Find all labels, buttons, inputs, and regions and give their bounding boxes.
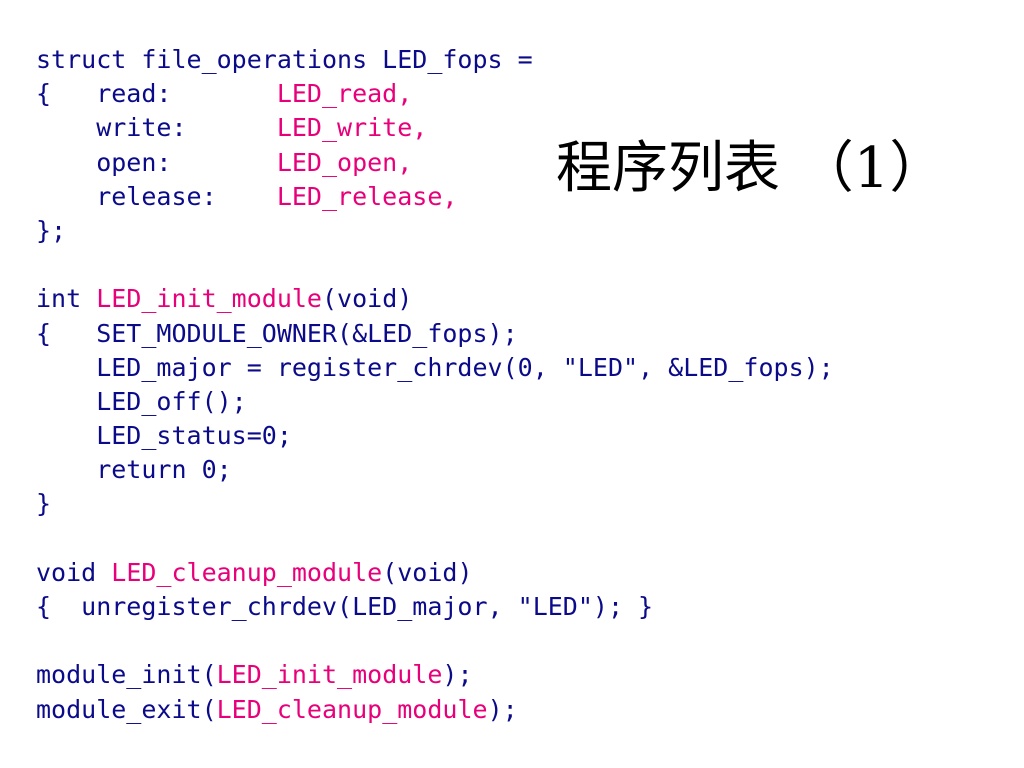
code-text: open: (36, 147, 277, 177)
code-line: { unregister_chrdev(LED_major, "LED"); } (36, 590, 996, 624)
code-listing: struct file_operations LED_fops = { read:… (36, 43, 996, 727)
code-text: write: (36, 113, 277, 143)
code-line: void LED_cleanup_module(void) (36, 556, 996, 590)
code-line: LED_major = register_chrdev(0, "LED", &L… (36, 351, 996, 385)
code-text: { read: (36, 79, 277, 109)
code-line: int LED_init_module(void) (36, 282, 996, 316)
code-identifier: LED_read, (276, 79, 413, 109)
code-line: write: LED_write, (36, 111, 996, 145)
code-line: LED_off(); (36, 385, 996, 419)
code-text: struct file_operations LED_fops = (36, 45, 533, 74)
code-identifier: LED_cleanup_module (111, 557, 383, 587)
code-text: LED_off(); (36, 386, 247, 416)
code-line: module_exit(LED_cleanup_module); (36, 693, 996, 727)
code-text: } (36, 489, 52, 519)
code-line: struct file_operations LED_fops = (36, 43, 996, 77)
code-identifier: LED_open, (276, 147, 413, 177)
code-text: void (36, 557, 112, 587)
code-identifier: LED_release, (276, 181, 458, 211)
code-line: release: LED_release, (36, 180, 996, 214)
code-identifier: LED_write, (276, 113, 428, 143)
code-text: (void) (322, 284, 413, 314)
code-text: int (36, 284, 97, 314)
code-line: { SET_MODULE_OWNER(&LED_fops); (36, 317, 996, 351)
code-line: LED_status=0; (36, 419, 996, 453)
code-text: ); (442, 660, 473, 690)
code-text: return 0; (36, 455, 232, 485)
code-line: open: LED_open, (36, 146, 996, 180)
code-line: module_init(LED_init_module); (36, 658, 996, 692)
code-identifier: LED_init_module (216, 660, 443, 690)
code-text: { unregister_chrdev(LED_major, "LED"); } (36, 592, 654, 621)
code-text: { SET_MODULE_OWNER(&LED_fops); (36, 318, 518, 348)
code-identifier: LED_cleanup_module (216, 694, 488, 724)
code-text: LED_major = register_chrdev(0, "LED", &L… (36, 352, 834, 382)
code-line (36, 624, 996, 658)
code-text: }; (36, 215, 67, 245)
code-line: } (36, 487, 996, 521)
code-line: }; (36, 214, 996, 248)
code-line (36, 522, 996, 556)
code-line (36, 248, 996, 282)
slide-title: 程序列表 （1） (556, 136, 946, 201)
code-text: (void) (382, 557, 473, 587)
code-text: ); (487, 694, 518, 724)
code-text: module_init( (36, 660, 217, 690)
code-identifier: LED_init_module (96, 284, 322, 314)
code-text: LED_status=0; (36, 421, 292, 451)
code-text: release: (36, 181, 277, 211)
code-line: return 0; (36, 453, 996, 487)
code-line: { read: LED_read, (36, 77, 996, 111)
code-text: module_exit( (36, 694, 217, 724)
